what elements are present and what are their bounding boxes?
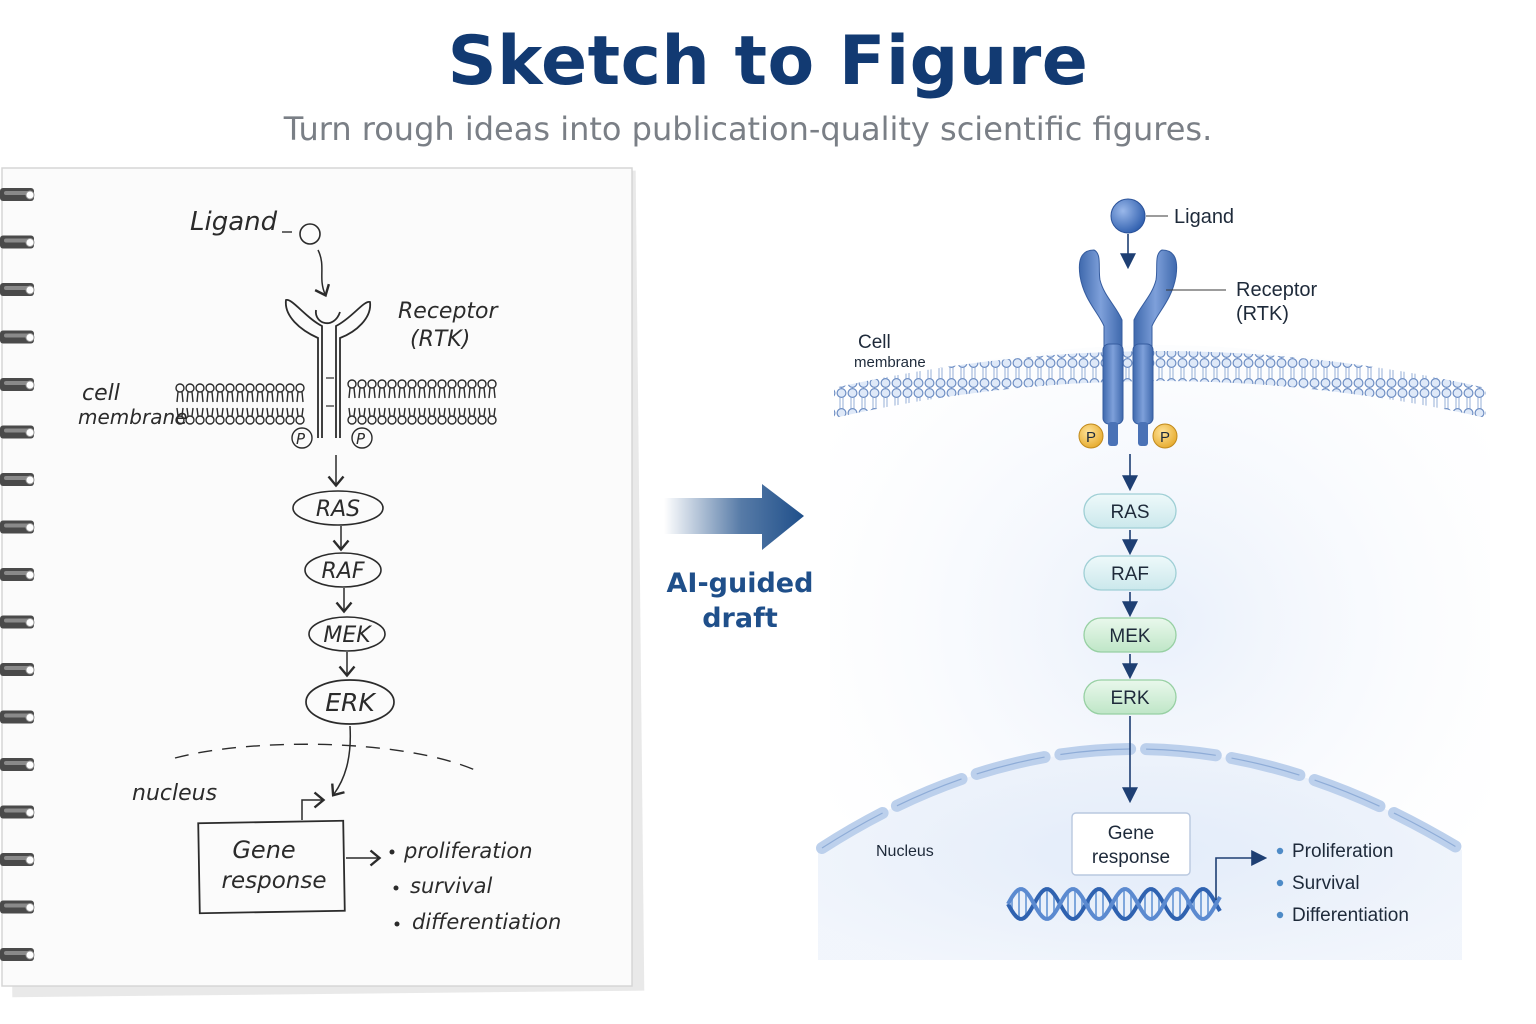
sketch-arrow-ligand bbox=[314, 249, 331, 298]
figure-receptor-label: Receptor bbox=[1236, 279, 1317, 301]
transition-label-line-2: draft bbox=[702, 603, 778, 634]
page-subtitle: Turn rough ideas into publication-qualit… bbox=[283, 110, 1213, 148]
sketch-nuclear-envelope bbox=[174, 743, 476, 771]
sketch-raf-node bbox=[304, 552, 382, 588]
figure-gene-label: Gene bbox=[1108, 823, 1154, 844]
figure-nucleus-label: Nucleus bbox=[876, 843, 934, 860]
sketch-phospho-left bbox=[291, 427, 313, 449]
figure-ligand-label: Ligand bbox=[1174, 206, 1234, 228]
figure-output-arrow bbox=[1215, 850, 1268, 900]
sketch-ras-node bbox=[292, 490, 384, 526]
transition-label: AI-guided draft bbox=[660, 566, 820, 636]
transition-arrow bbox=[664, 484, 804, 550]
page-title: Sketch to Figure bbox=[447, 22, 1089, 101]
figure-erk-label: ERK bbox=[1110, 688, 1149, 709]
sketch-receptor-label: Receptor bbox=[398, 299, 500, 324]
sketch-arrow-5 bbox=[331, 725, 352, 797]
sketch-erk-label: ERK bbox=[325, 688, 377, 717]
sketch-nucleus-label: nucleus bbox=[132, 781, 217, 806]
sketch-membrane-label: cell bbox=[82, 381, 120, 406]
sketch-outcome-item: survival bbox=[410, 874, 492, 898]
sketch-ras-label: RAS bbox=[316, 497, 360, 522]
figure-dna-helix bbox=[1006, 887, 1222, 921]
sketch-mek-node bbox=[308, 616, 386, 652]
sketch-outcome-item: proliferation bbox=[403, 839, 533, 863]
figure-outcome-item: Proliferation bbox=[1292, 841, 1393, 862]
figure-gene-label-2: response bbox=[1092, 847, 1170, 868]
sketch-erk-node bbox=[305, 679, 395, 725]
figure-phospho-left-label: P bbox=[1086, 429, 1096, 446]
figure-receptor-label-2: (RTK) bbox=[1236, 303, 1289, 325]
sketch-ligand-label: Ligand bbox=[190, 207, 278, 237]
sketch-cell-membrane bbox=[175, 379, 497, 425]
figure-membrane-label-2: membrane bbox=[854, 354, 926, 371]
figure-outcome-item: Survival bbox=[1292, 873, 1360, 894]
figure-cell-membrane bbox=[834, 351, 1486, 418]
sketch-mek-label: MEK bbox=[323, 623, 372, 648]
figure-gene-box bbox=[1071, 812, 1191, 876]
sketch-gene-label: Gene bbox=[232, 836, 295, 864]
figure-receptor bbox=[1078, 249, 1178, 446]
sketch-gene-box bbox=[197, 819, 346, 915]
figure-phospho-right bbox=[1152, 423, 1178, 449]
figure-ras-node bbox=[1083, 493, 1177, 529]
spiral-binding bbox=[0, 188, 35, 961]
figure-phospho-right-label: P bbox=[1160, 429, 1170, 446]
sketch-ligand bbox=[299, 223, 321, 245]
sketch-receptor bbox=[285, 299, 371, 438]
figure-raf-node bbox=[1083, 555, 1177, 591]
figure-ras-label: RAS bbox=[1110, 502, 1149, 523]
sketch-receptor-label-2: (RTK) bbox=[410, 327, 470, 352]
figure-raf-label: RAF bbox=[1111, 564, 1149, 585]
figure-ligand bbox=[1110, 198, 1146, 234]
figure-mek-node bbox=[1083, 617, 1177, 653]
figure-mek-label: MEK bbox=[1109, 626, 1151, 647]
transition-label-line-1: AI-guided bbox=[666, 568, 814, 599]
figure-membrane-label: Cell bbox=[858, 332, 891, 353]
sketch-phospho-left-label: P bbox=[296, 430, 306, 448]
figure-outcome-item: Differentiation bbox=[1292, 905, 1409, 926]
sketch-raf-label: RAF bbox=[322, 559, 365, 584]
figure-outcome-list: Proliferation Survival Differentiation bbox=[1276, 841, 1409, 926]
sketch-outcome-list: proliferation survival differentiation bbox=[389, 839, 561, 934]
sketch-phospho-right bbox=[351, 427, 373, 449]
sketch-tss-arrow bbox=[301, 791, 326, 820]
figure-erk-node bbox=[1083, 679, 1177, 715]
sketch-outcome-item: differentiation bbox=[412, 910, 561, 934]
sketch-gene-label-2: response bbox=[222, 868, 327, 894]
sketch-membrane-label-2: membrane bbox=[78, 405, 187, 429]
figure-phospho-left bbox=[1078, 423, 1104, 449]
sketch-phospho-right-label: P bbox=[356, 430, 366, 448]
sketch-binding-site bbox=[315, 309, 341, 324]
